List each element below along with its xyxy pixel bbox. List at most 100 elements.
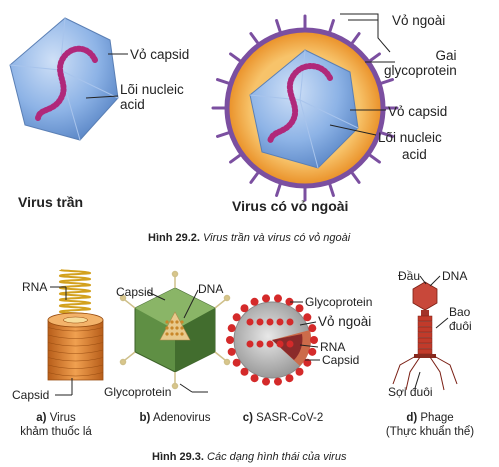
phage-caption-line2: (Thực khuẩn thể) <box>385 426 475 438</box>
envelope-spike <box>216 131 231 138</box>
sars-spike <box>303 313 312 322</box>
phage-caption-letter: d) <box>406 412 418 424</box>
fig293-caption-number: Hình 29.3. <box>152 451 204 463</box>
adenovirus-dna-dot <box>165 332 169 336</box>
adenovirus-body <box>134 287 216 373</box>
adenovirus-dna-dot <box>165 326 169 330</box>
phage-tail-ring <box>417 343 433 349</box>
sars-spike <box>308 324 317 333</box>
sars-caption-name: SASR-CoV-2 <box>256 412 324 424</box>
naked-virus-nucleic-acid <box>35 45 98 121</box>
adeno-caption-name: Adenovirus <box>152 412 211 424</box>
fig293-caption-text: Các dạng hình thái của virus <box>207 451 347 463</box>
sars-surface-spike <box>246 340 254 348</box>
envelope-spike <box>379 131 394 138</box>
sars-spike <box>227 324 236 333</box>
envelope-spike <box>229 52 242 63</box>
sars-spike <box>227 347 236 356</box>
phage-caption-name1: Phage <box>420 412 454 424</box>
tmv-rna-helix <box>58 269 92 319</box>
tmv-capsid <box>47 312 104 381</box>
phage-caption-line1: d) Phage <box>380 411 480 425</box>
enveloped-capsid-label: Vỏ capsid <box>388 104 448 119</box>
adenovirus-dna-dot <box>180 326 184 330</box>
tmv-capsid-row <box>47 327 104 332</box>
sars-surface-spike <box>276 340 284 348</box>
envelope-label: Vỏ ngoài <box>392 13 446 28</box>
spike-label-line1: Gai <box>435 48 457 63</box>
enveloped-virus-spikes <box>211 14 399 202</box>
phage-dna-label: DNA <box>442 269 468 283</box>
sars-spike <box>250 297 259 306</box>
adenovirus-dna-dot <box>170 320 174 324</box>
adenovirus-dna-dot <box>180 320 184 324</box>
fig293-leader-lines <box>50 275 449 396</box>
sars-spike <box>262 377 271 386</box>
envelope-spike <box>275 182 282 197</box>
fig292-caption-number: Hình 29.2. <box>148 232 200 244</box>
envelope-spike <box>216 78 231 85</box>
sars-spike <box>303 358 312 367</box>
fig293-caption: Hình 29.3. Các dạng hình thái của virus <box>152 451 346 463</box>
adenovirus-dna-dot <box>170 326 174 330</box>
tmv-capsid-row <box>47 364 104 369</box>
tmv-capsid-row <box>47 342 104 347</box>
envelope-spike <box>328 182 335 197</box>
envelope-spike <box>350 171 361 184</box>
sars-surface-spike <box>256 318 264 326</box>
phage-tail-label-line2: đuôi <box>449 319 472 333</box>
sars-spike <box>285 297 294 306</box>
adeno-dna-label: DNA <box>198 282 224 296</box>
sars-caption-letter: c) <box>242 412 253 424</box>
envelope-spike <box>350 32 361 45</box>
adenovirus-fibers <box>119 270 231 390</box>
naked-virus-title: Virus trần <box>18 194 84 210</box>
enveloped-nucleic-label-line2: acid <box>402 147 427 162</box>
sars-surface-spike <box>246 318 254 326</box>
phage-tail-ring <box>417 326 433 333</box>
adenovirus-dna-dot <box>175 320 179 324</box>
tmv-rna-label: RNA <box>22 280 48 294</box>
adenovirus-dna-dot <box>175 332 179 336</box>
tmv-capsid-label: Capsid <box>12 388 50 402</box>
fig292-leader-lines <box>85 13 395 136</box>
tmv-caption-line1: a) Virus <box>18 411 94 425</box>
sars-spike <box>240 304 249 313</box>
spike-label-line2: glycoprotein <box>384 63 457 78</box>
sars-surface-spike <box>256 340 264 348</box>
tmv-caption-letter: a) <box>36 412 47 424</box>
enveloped-nucleic-label-line1: Lõi nucleic <box>378 130 442 145</box>
sars-spikes <box>226 294 318 386</box>
adenovirus-dna-dot <box>170 332 174 336</box>
tmv-capsid-row <box>47 334 104 339</box>
envelope-spike <box>249 32 260 45</box>
naked-capsid-label: Vỏ capsid <box>130 47 190 62</box>
sars-surface-spike <box>266 340 274 348</box>
tmv-capsid-row <box>47 372 104 377</box>
envelope-spike <box>368 52 381 63</box>
sars-spike <box>232 313 241 322</box>
phage-tail-ring <box>417 321 433 327</box>
phage-body <box>412 281 438 358</box>
phage-head-label: Đầu <box>398 269 421 283</box>
sars-spike <box>262 294 271 303</box>
fig292-caption-text: Virus trần và virus có vỏ ngoài <box>203 232 351 244</box>
sars-spike <box>310 336 318 344</box>
sars-caption: c) SASR-CoV-2 <box>238 411 328 425</box>
fig292-caption: Hình 29.2. Virus trần và virus có vỏ ngo… <box>148 232 350 244</box>
sars-surface-spike <box>286 318 294 326</box>
tmv-capsid-row <box>47 349 104 354</box>
phage-tail-ring <box>417 315 433 322</box>
envelope-spike <box>328 19 335 34</box>
naked-nucleic-label: Lõi nucleic acid <box>120 82 184 112</box>
sars-spike <box>295 304 304 313</box>
sars-spike <box>308 347 317 356</box>
sars-spike <box>250 374 259 383</box>
tmv-caption-name1: Virus <box>49 412 76 424</box>
phage-tail-fibers <box>392 355 458 391</box>
sars-spike <box>273 377 282 386</box>
adeno-capsid-label: Capsid <box>116 285 154 299</box>
envelope-spike <box>249 171 260 184</box>
sars-envelope <box>233 301 312 379</box>
